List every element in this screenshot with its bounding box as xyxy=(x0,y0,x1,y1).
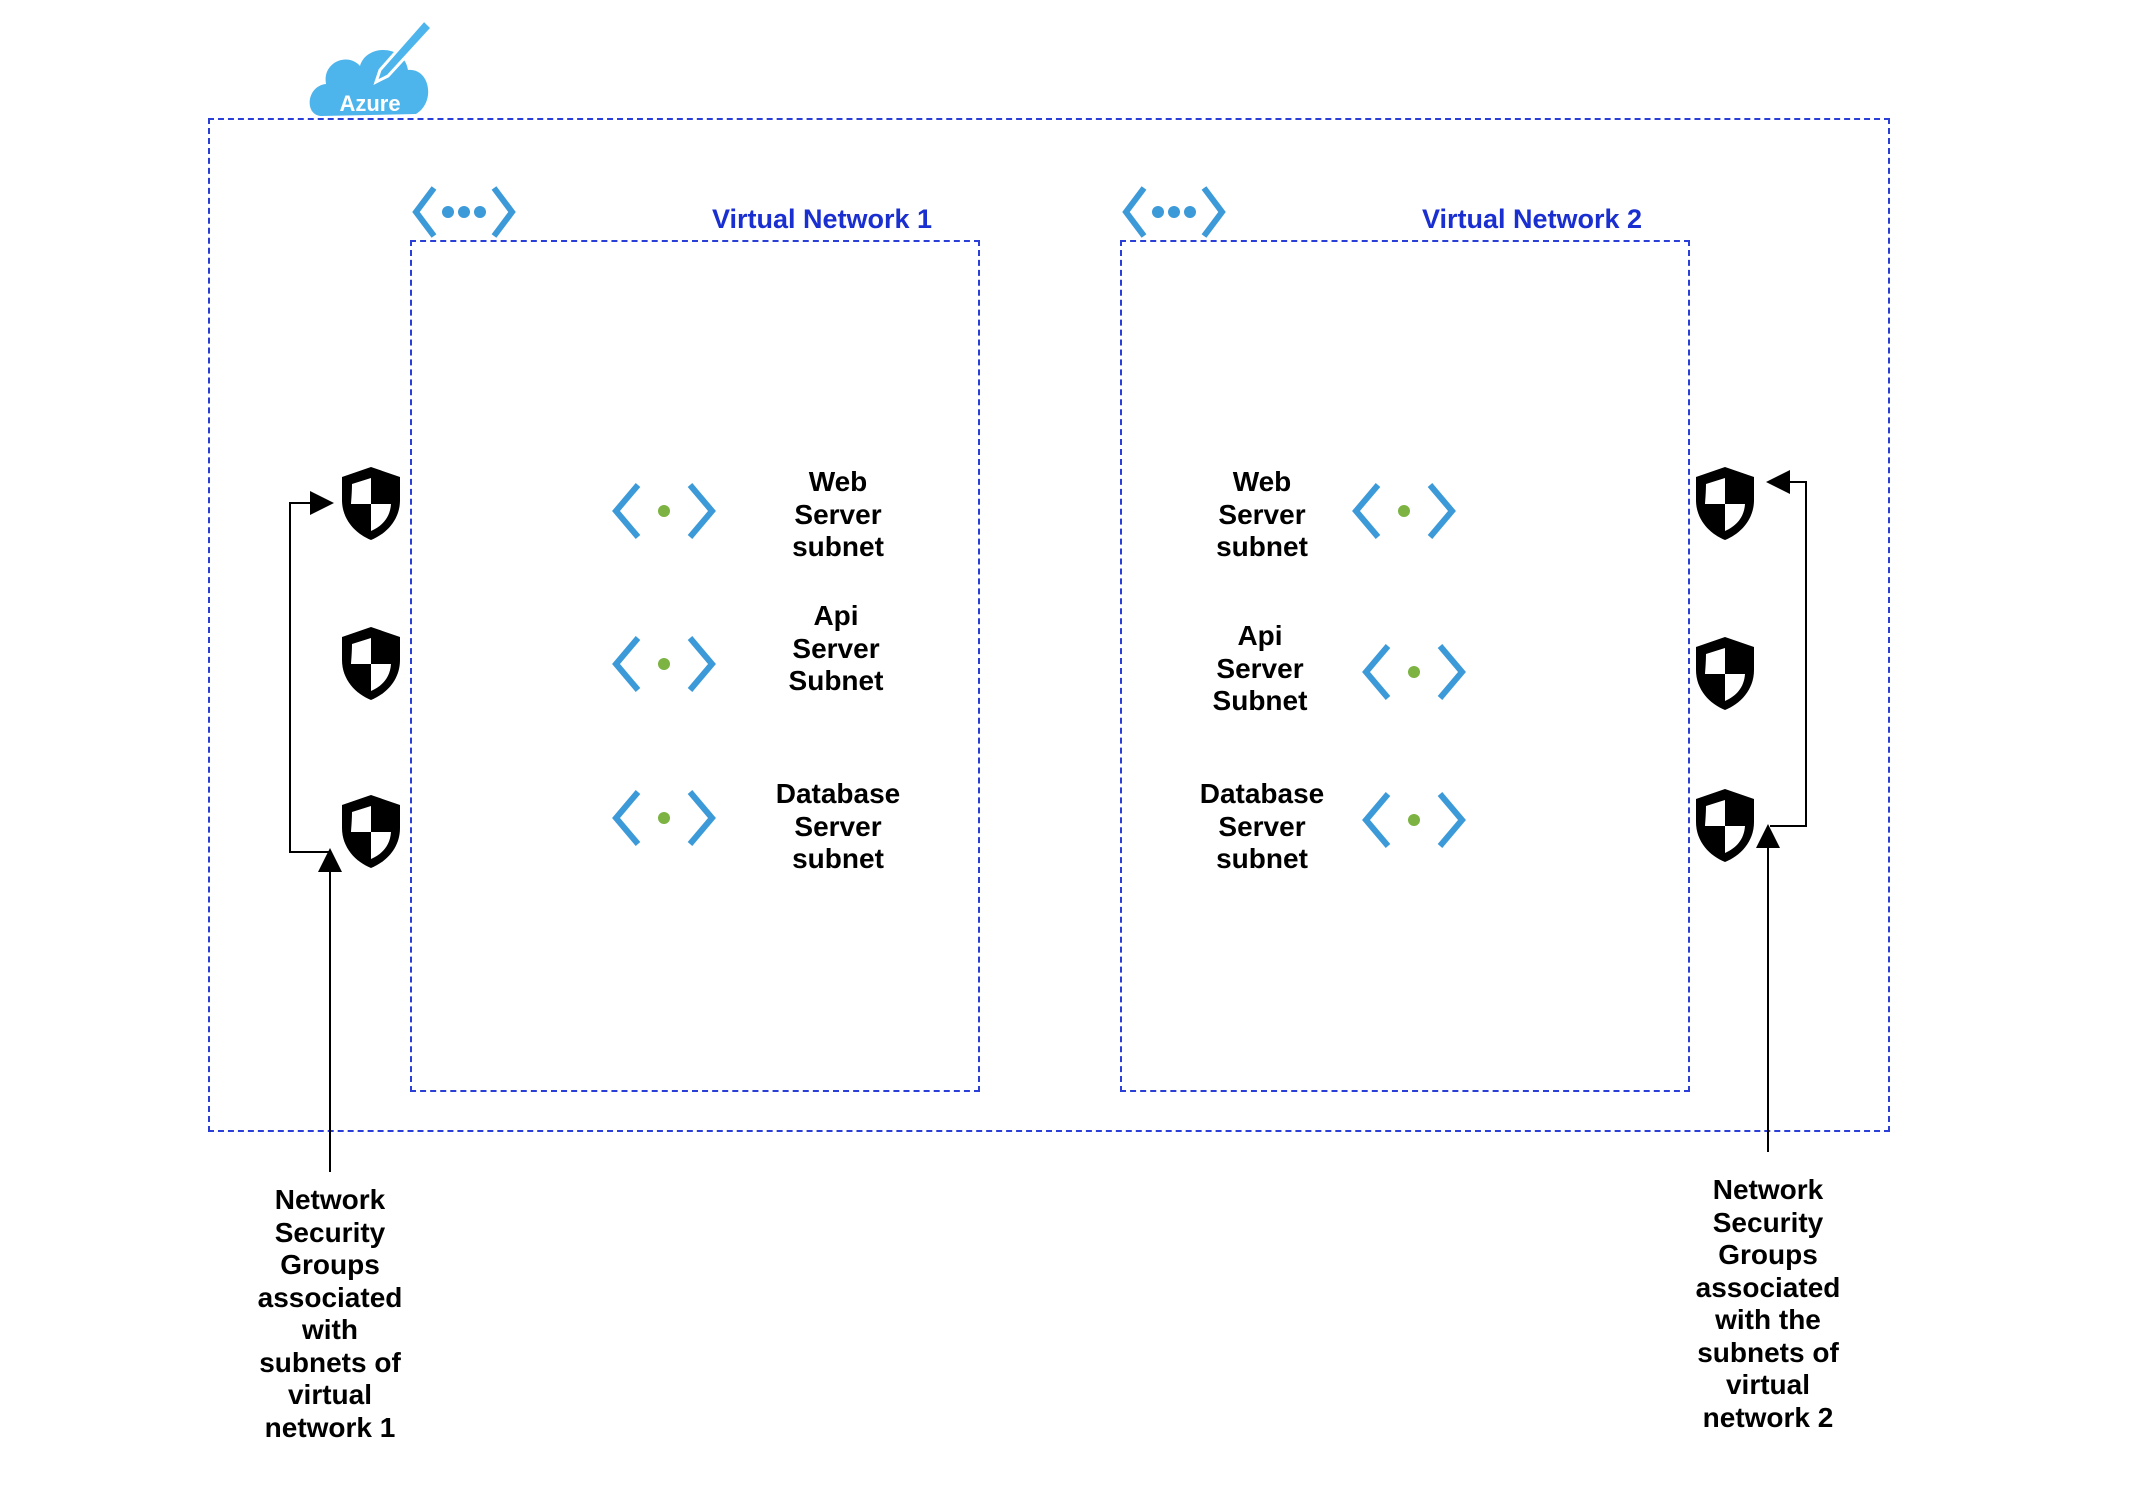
azure-cloud-pencil-icon: Azure xyxy=(308,12,438,120)
nsg-note-vnet-2: Network Security Groups associated with … xyxy=(1695,1174,1841,1433)
azure-boundary xyxy=(208,118,1890,1132)
nsg-shield-icon xyxy=(1692,464,1758,547)
nsg-shield-icon xyxy=(338,624,404,707)
virtual-network-icon xyxy=(412,184,516,245)
virtual-network-2-title: Virtual Network 2 xyxy=(1422,204,1643,234)
database-server-subnet-label-1: Database Server subnet xyxy=(775,778,901,874)
subnet-icon xyxy=(1352,481,1456,546)
nsg-bracket-left xyxy=(289,491,334,853)
virtual-network-2-box xyxy=(1120,240,1690,1092)
subnet-icon xyxy=(612,788,716,853)
web-server-subnet-label-1: Web Server subnet xyxy=(792,466,884,562)
nsg-note-vnet-1: Network Security Groups associated with … xyxy=(257,1184,403,1443)
api-server-subnet-label-2: Api Server Subnet xyxy=(1212,620,1308,716)
subnet-icon xyxy=(612,634,716,699)
virtual-network-1-title: Virtual Network 1 xyxy=(712,204,933,234)
nsg-shield-icon xyxy=(1692,786,1758,869)
nsg-bracket-right xyxy=(1766,470,1807,827)
subnet-icon xyxy=(1362,790,1466,855)
virtual-network-1-box xyxy=(410,240,980,1092)
nsg-shield-icon xyxy=(338,792,404,875)
azure-label: Azure xyxy=(339,91,400,116)
nsg-shield-icon xyxy=(338,464,404,547)
nsg-shield-icon xyxy=(1692,634,1758,717)
subnet-icon xyxy=(1362,642,1466,707)
subnet-icon xyxy=(612,481,716,546)
web-server-subnet-label-2: Web Server subnet xyxy=(1216,466,1308,562)
api-server-subnet-label-1: Api Server Subnet xyxy=(788,600,884,696)
database-server-subnet-label-2: Database Server subnet xyxy=(1199,778,1325,874)
virtual-network-icon xyxy=(1122,184,1226,245)
